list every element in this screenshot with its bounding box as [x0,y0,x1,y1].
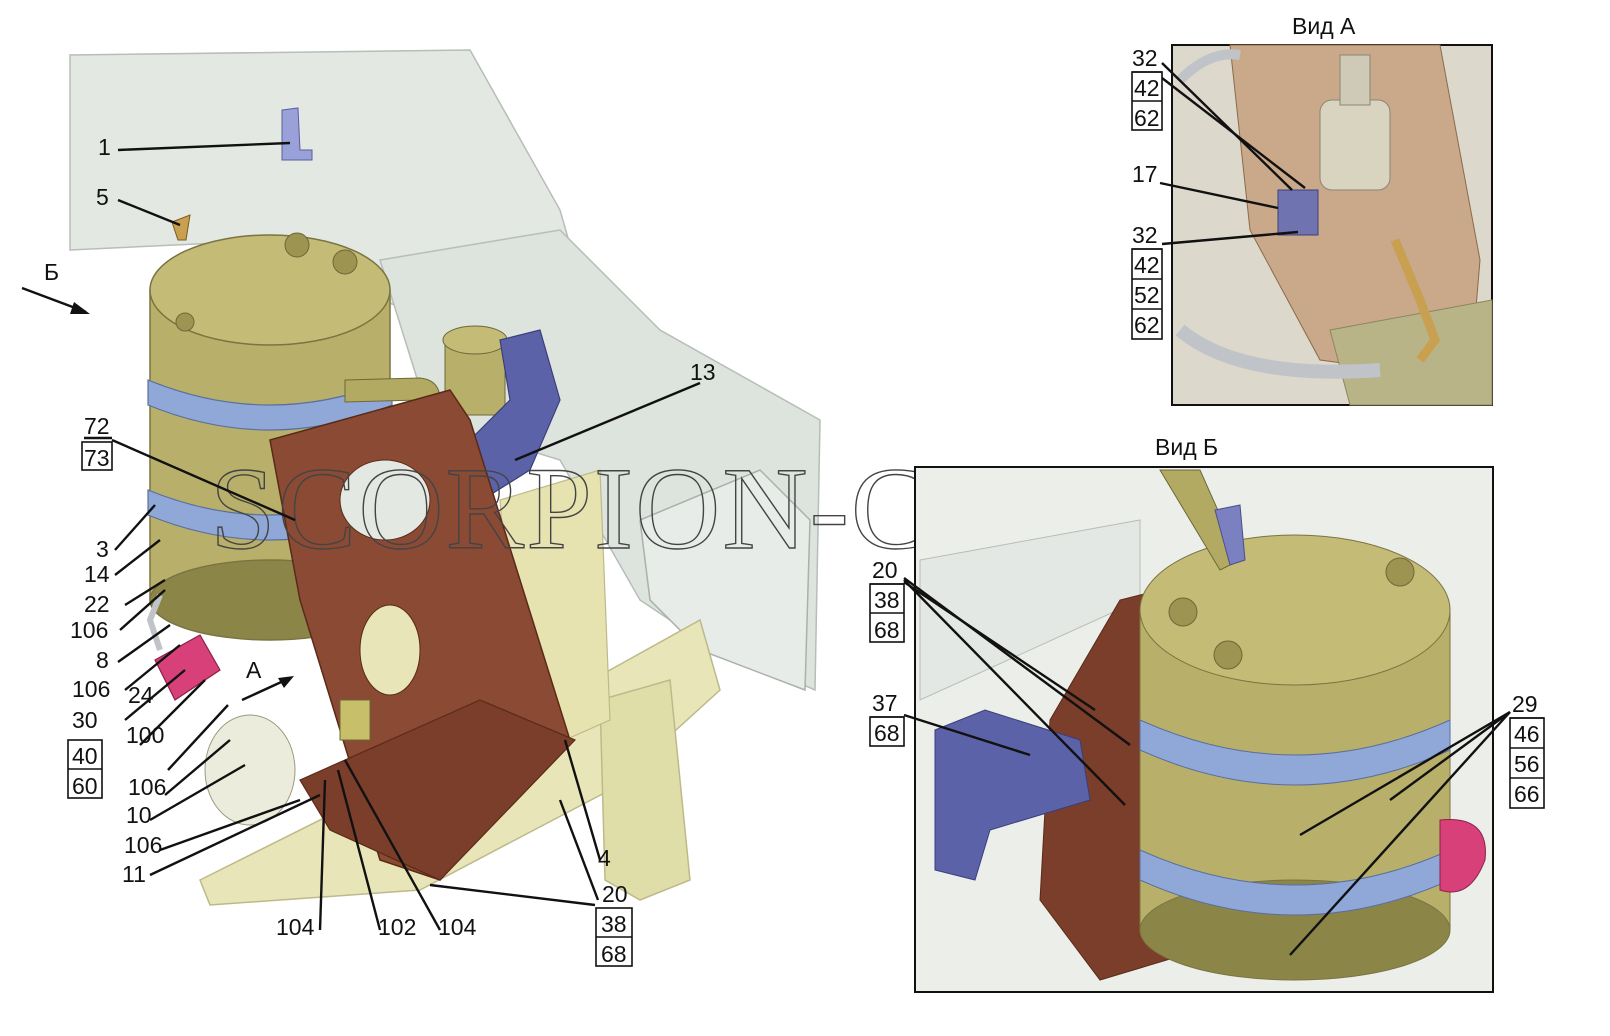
inline-filter [154,634,221,701]
callout-label: 100 [126,722,164,748]
bracket-base [299,699,577,881]
callout-label: 20 [602,881,628,907]
cross-member-upright [599,679,691,901]
stack-item: 68 [874,720,900,746]
hose [146,593,163,651]
bracket-hole [359,604,421,696]
stack-label-72: 72 [84,413,110,439]
view-a-rail [1329,299,1493,406]
view-b-leaders [903,577,1511,956]
view-a-sensor-top [1339,54,1371,106]
view-b-filter [1439,819,1486,893]
tank-port [284,232,310,258]
view-arrow-a-label: А [246,657,262,683]
callout-label: 3 [96,536,109,562]
callout-label: 8 [96,647,109,673]
callout-label: 106 [72,676,110,702]
compressor [204,714,296,826]
callout-label: 102 [378,914,416,940]
tank-port [332,249,358,275]
stack-item: 42 [1134,75,1160,101]
view-a-hose-left [1176,49,1241,84]
callout-label: 14 [84,561,110,587]
view-a-hose [1175,324,1381,379]
stack-item: 42 [1134,252,1160,278]
view-b: Вид Б [914,434,1494,993]
callout-label: 22 [84,591,110,617]
callout-label: 17 [1132,161,1158,187]
callout-label: 37 [872,690,898,716]
callout-label: 106 [70,617,108,643]
bracket-hole [339,459,431,541]
callout-label: 104 [276,914,315,940]
filter-cap-top [442,325,508,355]
callout-label: 13 [690,359,716,385]
view-a-leaders [1159,62,1306,246]
stack-item: 38 [874,587,900,613]
view-a: Вид А [1171,13,1493,406]
main-view [69,49,821,906]
stack-item: 60 [72,773,98,799]
clamp-band-upper [147,379,393,431]
callout-label: 11 [122,861,146,887]
receiver-tank-top [149,234,391,346]
stack-item: 38 [601,911,627,937]
frame-bracket-right [639,469,811,692]
stack-item: 52 [1134,282,1160,308]
view-b-port [1168,597,1198,627]
view-b-port [1385,557,1415,587]
stack-item: 40 [72,743,98,769]
callout-label: 30 [72,707,98,733]
view-arrow-b-label: Б [44,259,59,285]
callout-label: 20 [872,557,898,583]
view-a-bracket [1277,189,1319,236]
stack-item: 32 [1132,45,1158,71]
view-b-band-upper [1139,719,1451,786]
stack-item: 32 [1132,222,1158,248]
stack-item: 68 [874,617,900,643]
view-arrow-a: А [241,657,294,702]
stack-item: 68 [601,941,627,967]
stack-72-73: 72 73 [81,413,113,471]
tank-port [175,312,195,332]
callout-label: 106 [124,832,162,858]
view-arrow-b: Б [21,259,90,314]
callout-label: 5 [96,184,109,210]
stack-item: 56 [1514,751,1540,777]
view-b-title: Вид Б [1155,434,1218,460]
callout-label: 106 [128,774,166,800]
callout-label: 29 [1512,691,1538,717]
stack-item: 73 [84,445,110,471]
view-a-pipe [1390,238,1441,363]
view-a-sensor [1319,99,1391,191]
pressure-sensor [339,699,371,741]
valve [281,107,313,161]
stack-item: 66 [1514,781,1540,807]
callout-label: 10 [126,802,152,828]
stack-item: 62 [1134,105,1160,131]
view-b-blue-bracket [934,709,1091,881]
view-b-callouts: 20 38 68 37 68 29 46 56 66 [869,557,1545,809]
view-a-callouts: 32 42 62 17 32 42 52 62 [1131,45,1163,340]
callout-label: 4 [598,845,611,871]
callout-label: 24 [128,682,154,708]
callouts-main: 1 5 13 3 14 22 106 8 106 30 24 100 106 1… [70,134,716,940]
stack-20-38-68: 38 68 [595,907,633,967]
callout-label: 1 [98,134,111,160]
view-b-port [1213,640,1243,670]
stack-item: 46 [1514,721,1540,747]
drain-fitting [171,214,191,241]
stack-item: 62 [1134,312,1160,338]
view-a-title: Вид А [1292,13,1356,39]
leader-lines-main [111,141,701,931]
stack-30-40-60: 40 60 [67,739,103,799]
callout-label: 104 [438,914,477,940]
view-b-valve [1214,504,1246,566]
